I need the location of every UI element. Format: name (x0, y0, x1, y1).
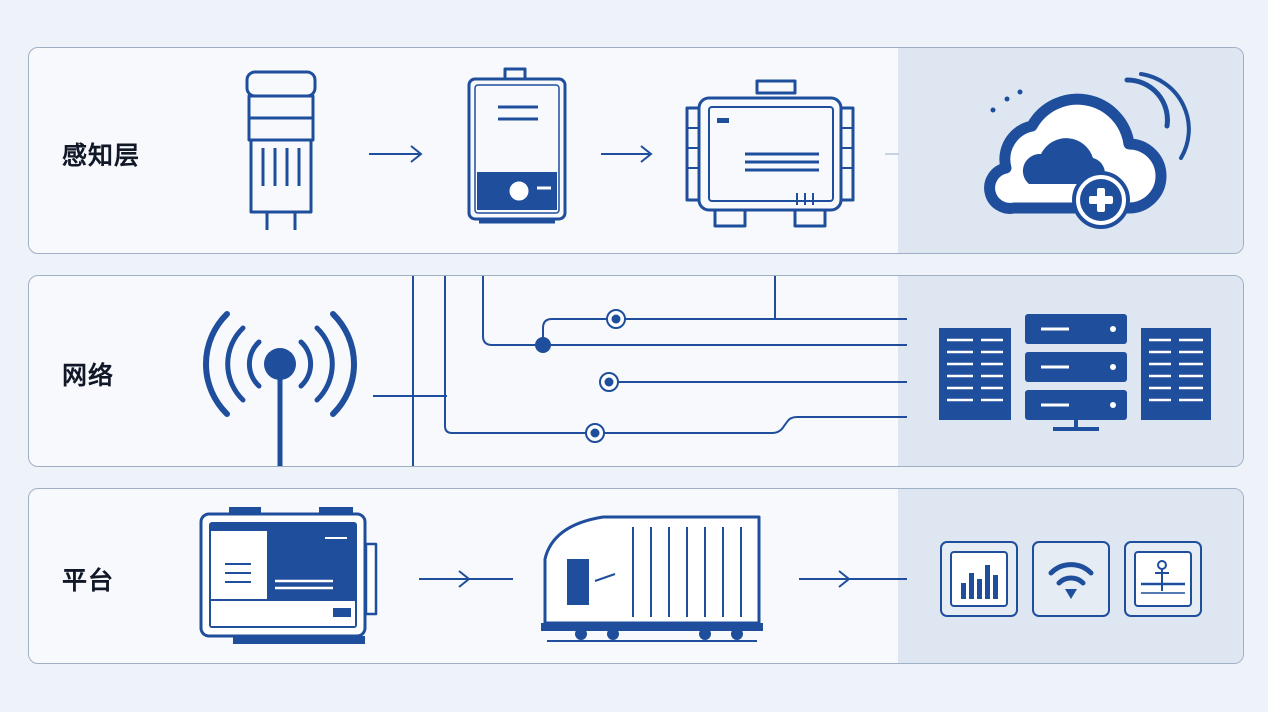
wifi-app-icon (1032, 541, 1110, 617)
server-rack-icon (939, 328, 1011, 420)
plus-icon (1072, 171, 1130, 229)
arrow-icon (601, 145, 653, 163)
chart-app-icon (940, 541, 1018, 617)
platform-console-icon (199, 507, 378, 644)
train-icon (541, 515, 763, 642)
layer-plat-label: 平台 (62, 566, 115, 595)
gateway-icon (467, 67, 567, 224)
arrow-icon (419, 570, 513, 588)
layer-plat: 平台 (28, 488, 1244, 664)
network-node (585, 309, 626, 443)
layer-net-art (202, 276, 1211, 466)
layer-net: 网络 (28, 275, 1244, 467)
layer-sense: 感知层 (28, 47, 1244, 254)
network-wires (373, 276, 907, 466)
server-stack-icon (1025, 314, 1127, 431)
arrow-icon (369, 145, 423, 163)
layer-plat-art (199, 507, 1202, 644)
layer-sense-label: 感知层 (62, 141, 141, 170)
layer-sense-art (245, 67, 1191, 230)
server-rack-icon (1141, 328, 1211, 420)
settings-app-icon (1124, 541, 1202, 617)
layer-net-label: 网络 (62, 361, 115, 390)
antenna-icon (202, 311, 358, 466)
controller-icon (685, 79, 855, 228)
arrow-icon (799, 570, 907, 588)
sensor-icon (245, 70, 317, 230)
